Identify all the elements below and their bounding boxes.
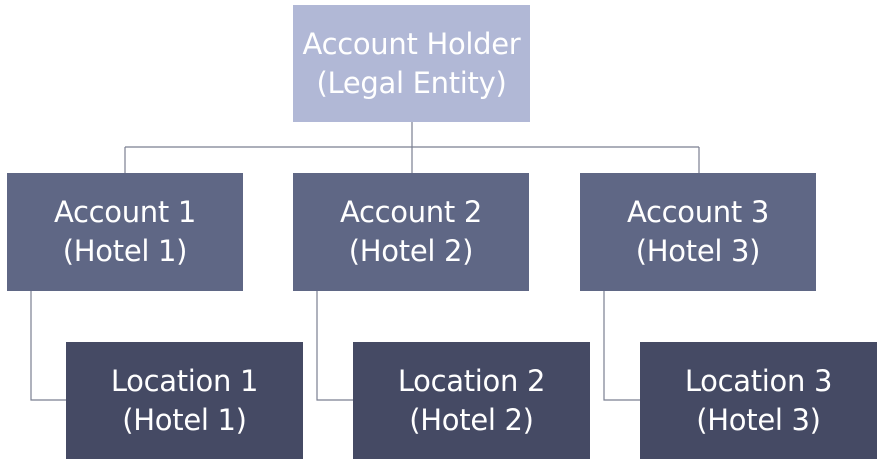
node-label-line1: Account 2 <box>339 195 483 229</box>
connector-location-1 <box>30 291 66 401</box>
node-location-2: Location 2 (Hotel 2) <box>353 342 590 459</box>
node-label-line2: (Hotel 1) <box>62 234 188 268</box>
node-label-line2: (Hotel 2) <box>409 402 534 437</box>
connector-location-2 <box>316 291 353 401</box>
node-label-line1: Account Holder <box>302 26 521 61</box>
node-label-line2: (Hotel 2) <box>348 234 474 268</box>
node-label-line1: Account 3 <box>626 195 770 229</box>
node-account-2: Account 2 (Hotel 2) <box>293 173 529 291</box>
node-label-line2: (Hotel 1) <box>122 402 247 437</box>
node-label-line2: (Legal Entity) <box>316 65 507 100</box>
node-location-1: Location 1 (Hotel 1) <box>66 342 303 459</box>
node-label-line1: Account 1 <box>53 195 197 229</box>
node-label-line1: Location 2 <box>397 363 546 398</box>
node-label-line2: (Hotel 3) <box>635 234 761 268</box>
node-account-3: Account 3 (Hotel 3) <box>580 173 816 291</box>
node-location-3: Location 3 (Hotel 3) <box>640 342 877 459</box>
connector-location-3 <box>603 291 640 401</box>
node-label-line1: Location 1 <box>110 363 259 398</box>
node-account-1: Account 1 (Hotel 1) <box>7 173 243 291</box>
node-account-holder: Account Holder (Legal Entity) <box>293 5 530 122</box>
node-label-line2: (Hotel 3) <box>696 402 821 437</box>
node-label-line1: Location 3 <box>684 363 833 398</box>
